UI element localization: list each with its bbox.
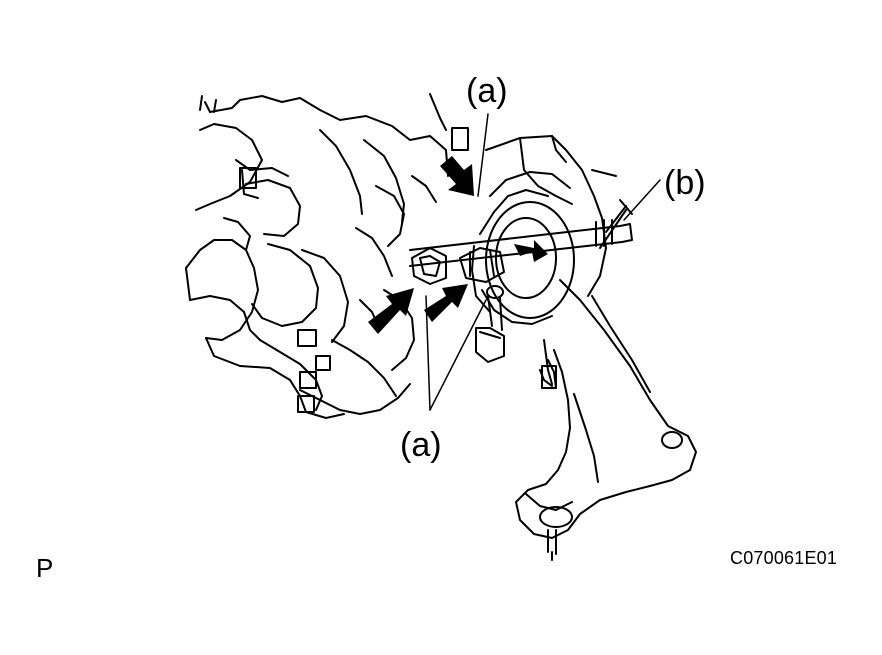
figure-code: C070061E01 (730, 548, 838, 568)
transmission-case (185, 93, 469, 419)
leader-line-a-bottom-left (425, 295, 431, 411)
engine-mount-bracket (485, 135, 697, 561)
callout-b: (b) (664, 164, 706, 202)
leader-line-a-top (477, 113, 489, 197)
leader-line-a-bottom-right (429, 299, 487, 411)
callout-a-lower: (a) (400, 426, 442, 464)
black-arrow-icon (368, 288, 414, 334)
mount-collar (471, 171, 575, 325)
callout-a-upper: (a) (466, 72, 508, 110)
black-arrow-icon (424, 284, 468, 322)
leader-lines (425, 113, 661, 411)
view-letter: P (36, 553, 54, 583)
lower-bolt (475, 285, 505, 363)
leader-line-b (623, 179, 661, 221)
through-bolt (409, 219, 633, 285)
black-arrow-icon (440, 156, 474, 196)
black-arrow-icon (514, 240, 548, 262)
